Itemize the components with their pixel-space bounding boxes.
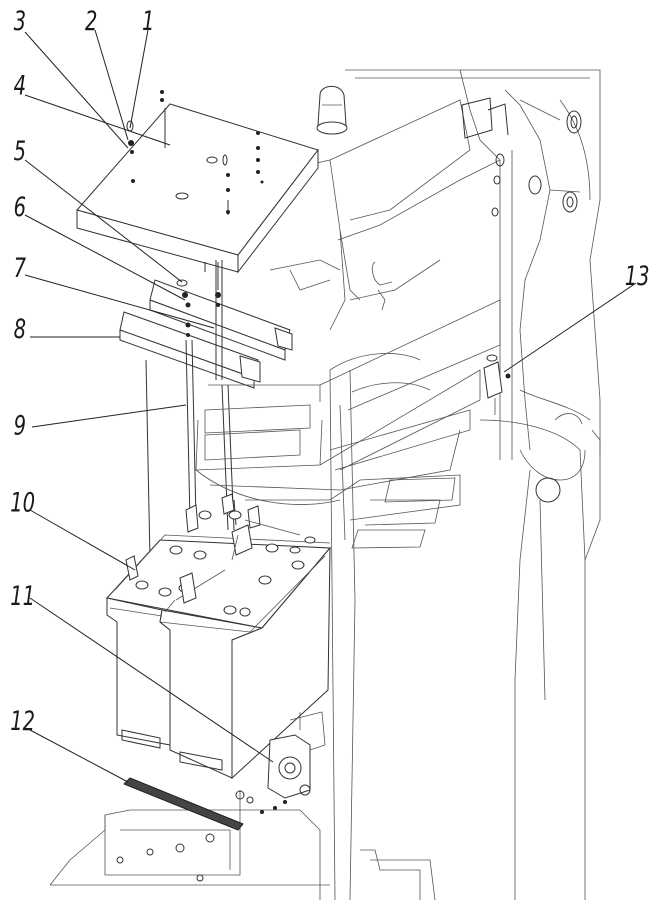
rubber-strip bbox=[123, 777, 244, 831]
battery-disconnect-switch bbox=[235, 711, 326, 814]
battery-cover bbox=[76, 103, 319, 274]
callout-6: 6 bbox=[14, 192, 26, 223]
callout-7: 7 bbox=[14, 253, 27, 284]
callout-5: 5 bbox=[14, 136, 26, 167]
cover-fasteners bbox=[126, 90, 264, 215]
callout-1: 1 bbox=[142, 6, 154, 37]
callout-10: 10 bbox=[10, 488, 35, 519]
clamp-brackets bbox=[119, 262, 293, 389]
direction-arrow-overlay bbox=[195, 299, 501, 549]
callout-4: 4 bbox=[14, 70, 26, 101]
callout-labels: 1 2 3 4 5 6 7 8 9 10 11 12 13 bbox=[10, 6, 649, 737]
callout-3: 3 bbox=[14, 6, 26, 37]
callout-13: 13 bbox=[625, 261, 650, 292]
callout-2: 2 bbox=[85, 6, 97, 37]
leader-lines bbox=[24, 29, 637, 783]
callout-9: 9 bbox=[14, 411, 26, 442]
battery-pack bbox=[106, 493, 332, 780]
callout-11: 11 bbox=[10, 581, 35, 612]
callout-12: 12 bbox=[10, 706, 35, 737]
callout-8: 8 bbox=[14, 314, 26, 345]
mass-switch bbox=[483, 354, 511, 415]
